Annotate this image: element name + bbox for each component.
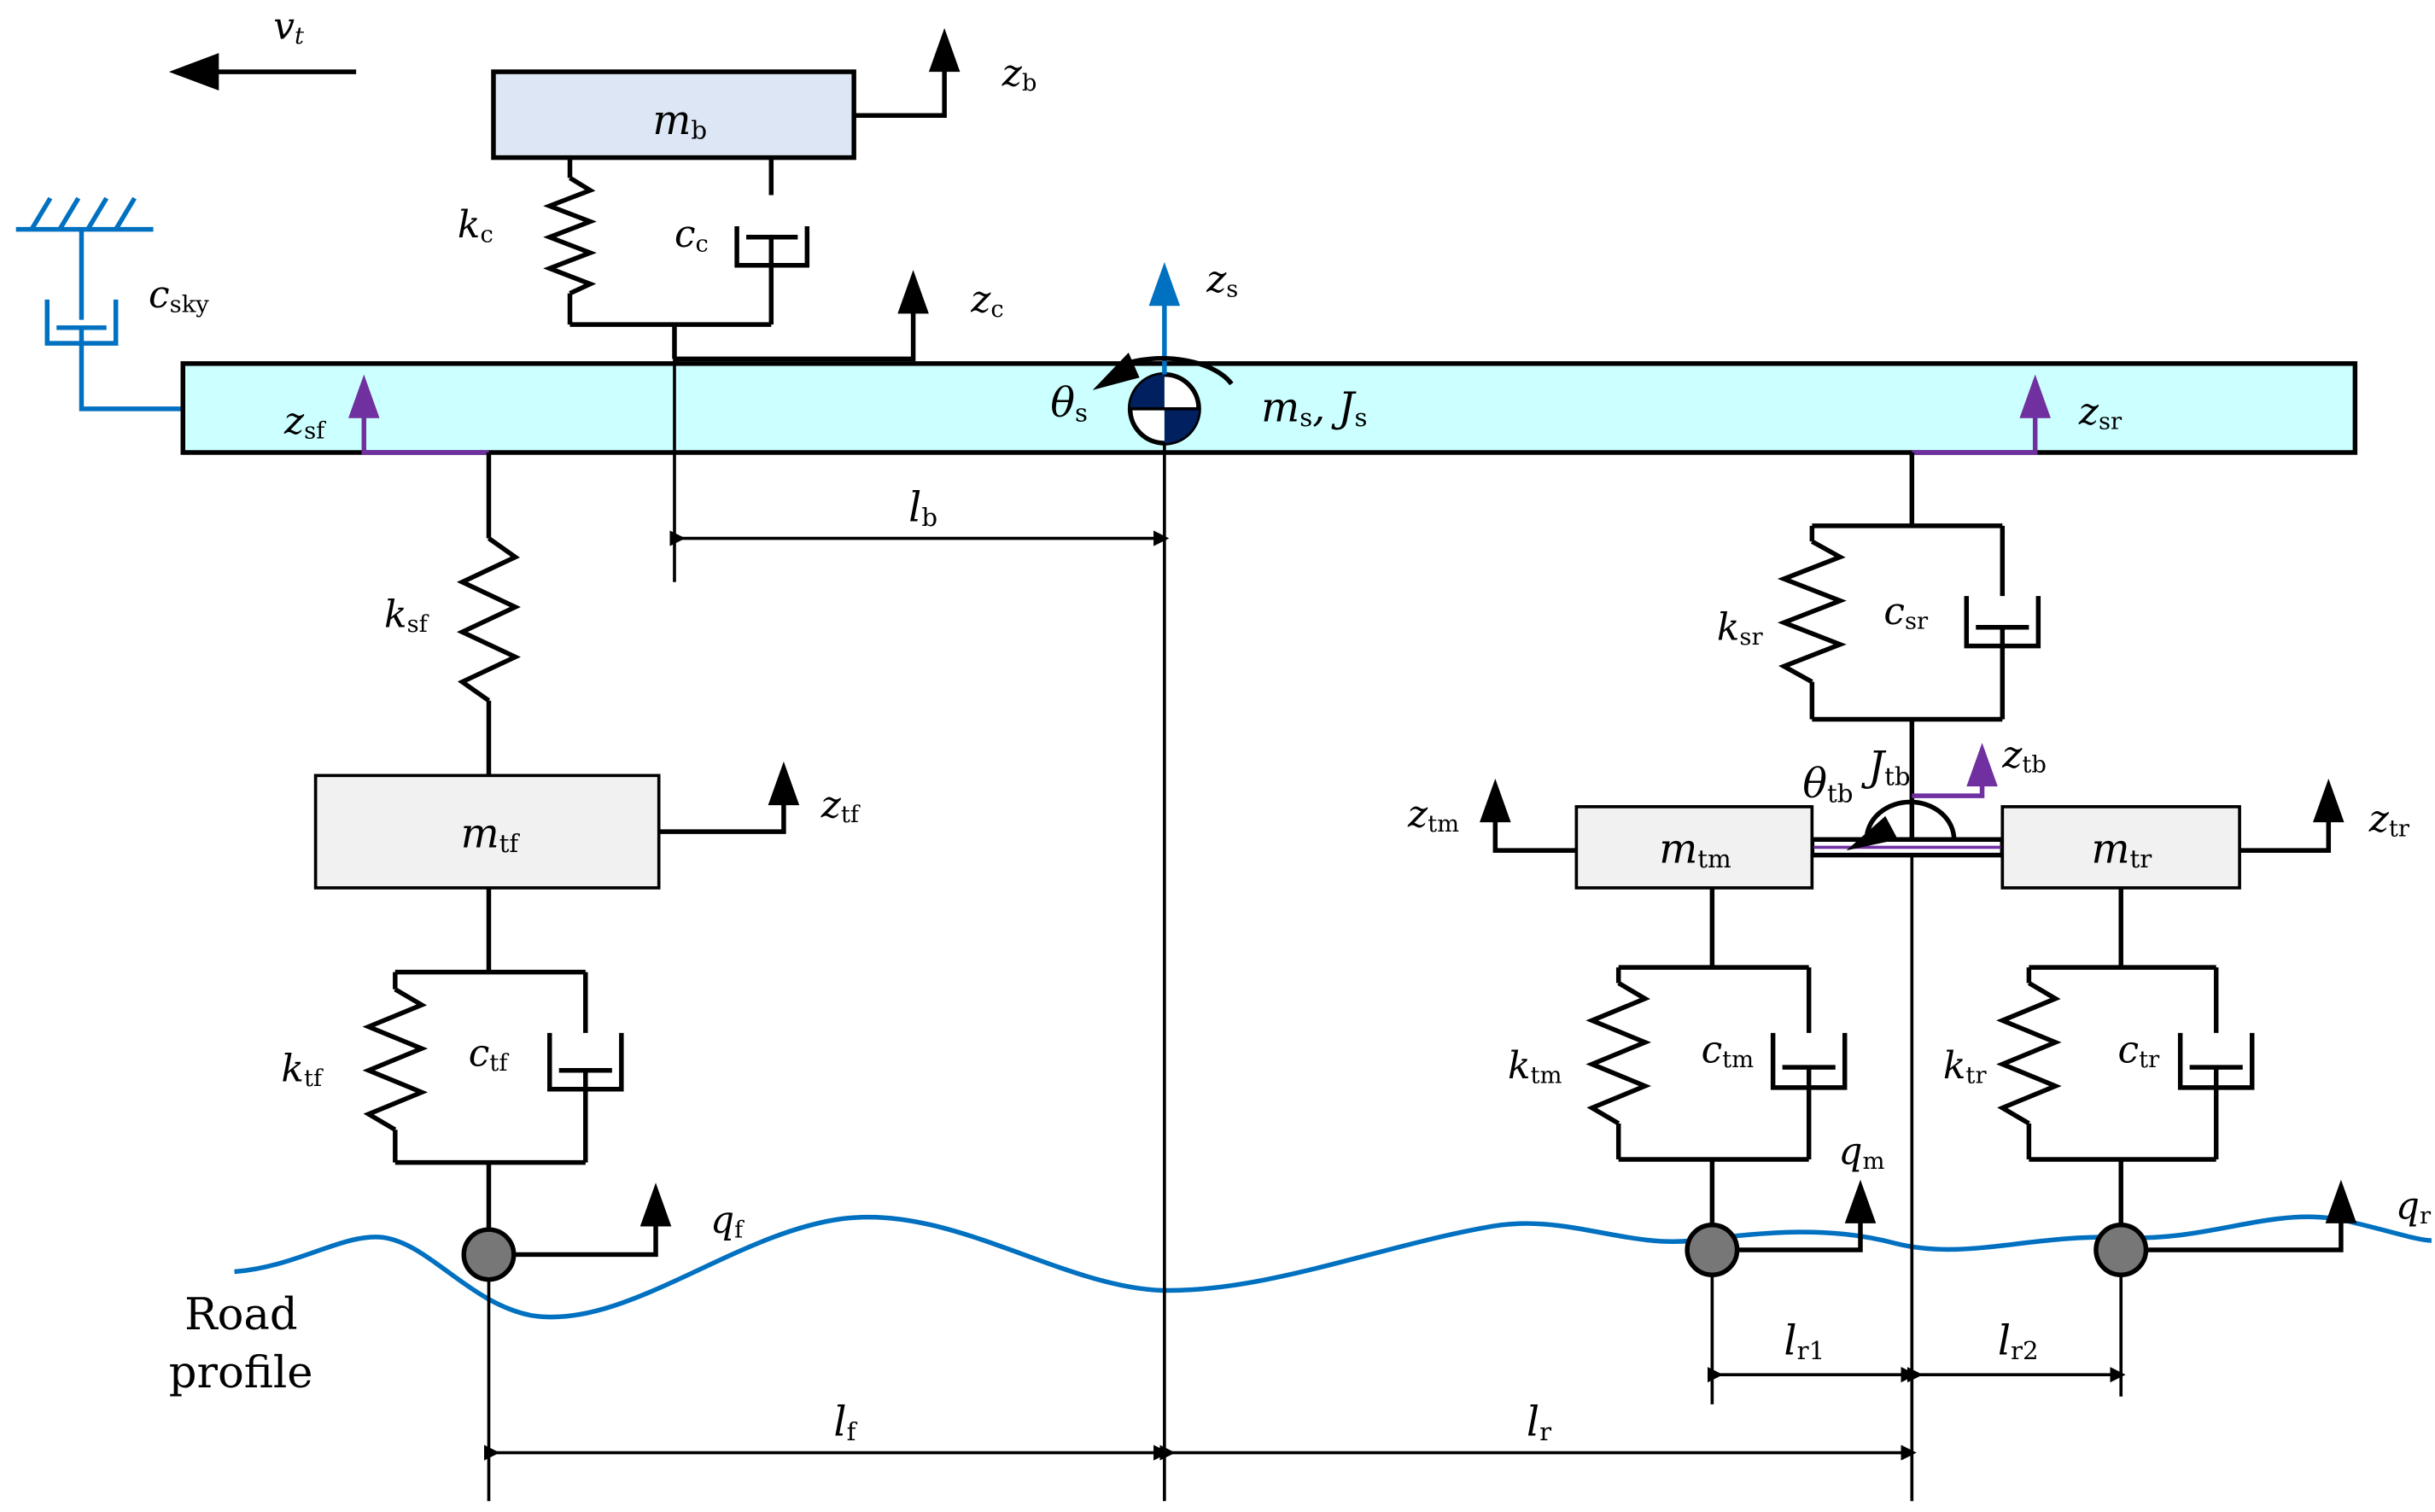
qr-arrow <box>2146 1179 2357 1252</box>
qf-arrow <box>513 1182 672 1258</box>
velocity-arrow: vt <box>168 5 357 91</box>
lr-label: lr <box>1527 1398 1551 1445</box>
theta-s-label: θs <box>1050 380 1088 427</box>
ktm-label: ktm <box>1508 1044 1562 1089</box>
mb-label: mb <box>652 97 707 144</box>
zc-arrow <box>674 270 929 362</box>
mtr-label: mtr <box>2091 826 2152 873</box>
lf-label: lf <box>833 1398 857 1445</box>
jtb-label: Jtb <box>1861 744 1911 791</box>
ktr-label: ktr <box>1943 1044 1988 1089</box>
mtm-label: mtm <box>1659 826 1731 873</box>
front-wheel-contact <box>461 1227 517 1282</box>
zb-arrow <box>854 27 961 118</box>
rear-wheel-contact <box>2093 1222 2149 1277</box>
skyhook-damper <box>15 196 184 412</box>
ctm-label: ctm <box>1702 1029 1755 1073</box>
ztf-label: ztf <box>820 784 861 828</box>
ksf-label: ksf <box>384 593 429 638</box>
zsr-arrow <box>1912 374 2051 455</box>
ctr-label: ctr <box>2118 1029 2161 1073</box>
rear-tire-suspension <box>1996 887 2255 1227</box>
velocity-label: vt <box>273 5 305 50</box>
qf-label: qf <box>710 1199 745 1243</box>
front-suspension-spring <box>456 452 521 776</box>
theta-tb-arc <box>1864 799 1957 840</box>
road-label-line2: profile <box>169 1348 313 1398</box>
ztm-label: ztm <box>1407 793 1459 838</box>
reference-lines <box>487 359 2123 1502</box>
lb-label: lb <box>908 484 937 531</box>
qr-label: qr <box>2396 1184 2432 1229</box>
middle-tire-suspension <box>1585 887 1848 1227</box>
ktf-label: ktf <box>281 1048 324 1092</box>
qm-label: qm <box>1838 1130 1884 1174</box>
ztf-arrow <box>658 761 800 834</box>
ztb-label: ztb <box>2001 733 2047 778</box>
qm-arrow <box>1737 1179 1877 1252</box>
ztr-arrow <box>2239 779 2344 853</box>
road-label-line1: Road <box>184 1290 298 1340</box>
cab-suspension <box>543 157 810 359</box>
zc-label: zc <box>970 278 1003 323</box>
zb-label: zb <box>1001 52 1037 96</box>
front-wheelset-mass-box <box>313 774 661 890</box>
ztr-label: ztr <box>2368 797 2410 842</box>
ms-js-label: ms, Js <box>1261 384 1367 431</box>
lr1-label: lr1 <box>1784 1317 1825 1364</box>
car-body-box <box>180 361 2358 455</box>
mtf-label: mtf <box>461 810 521 857</box>
rear-axle-mass-box <box>2000 805 2241 890</box>
ztm-arrow <box>1480 779 1577 853</box>
front-tire-suspension <box>362 887 624 1232</box>
theta-tb-label: θtb <box>1802 761 1853 808</box>
csr-label: csr <box>1883 590 1929 634</box>
zsf-label: zsf <box>283 400 326 444</box>
ctf-label: ctf <box>469 1031 510 1076</box>
zs-arrow <box>1148 262 1181 375</box>
center-of-gravity-symbol <box>1127 371 1201 446</box>
middle-axle-mass-box <box>1574 805 1814 890</box>
ksr-label: ksr <box>1717 605 1764 650</box>
kc-label: kc <box>458 203 493 248</box>
ztb-arrow <box>1912 742 1998 798</box>
zsr-label: zsr <box>2078 390 2123 435</box>
cab-mass-box <box>491 69 856 161</box>
middle-wheel-contact <box>1685 1222 1740 1277</box>
zs-label: zs <box>1206 258 1238 302</box>
lr2-label: lr2 <box>1998 1317 2039 1364</box>
rear-secondary-suspension <box>1777 452 2041 843</box>
cc-label: cc <box>674 213 709 257</box>
zsf-arrow <box>347 374 489 455</box>
theta-s-arc <box>1092 353 1234 390</box>
csky-label: csky <box>149 273 209 318</box>
